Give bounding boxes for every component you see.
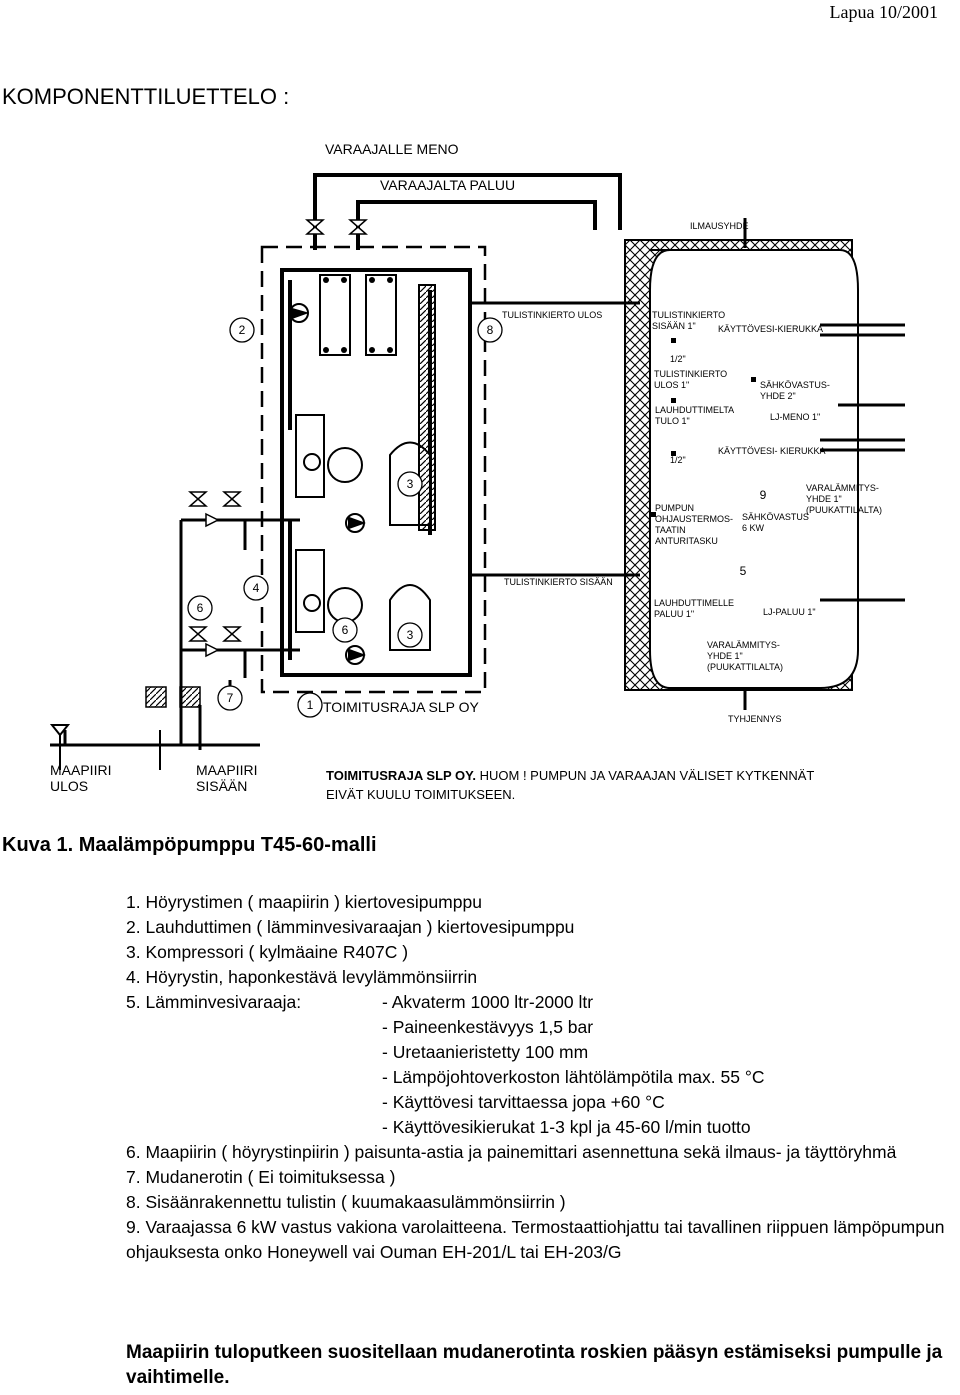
label-ilmausyhde: ILMAUSYHDE xyxy=(690,221,749,231)
component-7: 7. Mudanerotin ( Ei toimituksessa ) xyxy=(126,1167,396,1187)
tank-points xyxy=(651,338,756,517)
top-valves xyxy=(305,219,368,235)
pump-housing xyxy=(260,245,487,694)
component-3: 3. Kompressori ( kylmäaine R407C ) xyxy=(126,942,409,962)
component-6: 6. Maapiirin ( höyrystinpiirin ) paisunt… xyxy=(126,1142,897,1162)
mud-separators xyxy=(145,686,201,708)
label-lauhduttimelta-tulo: LAUHDUTTIMELTA TULO 1" xyxy=(655,405,735,426)
tank-side-pipes xyxy=(820,323,905,602)
bottom-note: Maapiirin tuloputkeen suositellaan mudan… xyxy=(126,1342,943,1388)
label-kayttovesi-kierukka-mid: KÄYTTÖVESI- KIERUKKA xyxy=(718,446,826,456)
superheater xyxy=(418,284,436,531)
label-pumpun-ohjaus: PUMPUN OHJAUSTERMOS- TAATIN ANTURITASKU xyxy=(655,503,734,546)
delivery-note-text: HUOM ! PUMPUN JA VARAAJAN VÄLISET KYTKEN… xyxy=(326,768,815,802)
label-sahkovastusyhde: SÄHKÖVASTUS- YHDE 2" xyxy=(760,380,830,401)
label-tyhjennys: TYHJENNYS xyxy=(728,714,782,724)
label-maapiiri-sisaan: MAAPIIRI SISÄÄN xyxy=(196,762,258,794)
header-reference: Lapua 10/2001 xyxy=(829,2,938,22)
label-tulistinkierto-ulos-top: TULISTINKIERTO ULOS xyxy=(502,310,603,320)
number-4: 4 xyxy=(252,581,260,595)
component-5-label: 5. Lämminvesivaraaja: xyxy=(126,992,302,1012)
component-list: 1. Höyrystimen ( maapiirin ) kiertovesip… xyxy=(126,890,956,1265)
label-toimitusraja: TOIMITUSRAJA SLP OY xyxy=(323,699,479,715)
number-5: 5 xyxy=(739,564,747,578)
number-6a: 6 xyxy=(196,601,204,615)
label-lj-paluu: LJ-PALUU 1" xyxy=(763,607,816,617)
label-varaajalta-paluu: VARAAJALTA PALUU xyxy=(380,177,516,193)
label-half-inch-2: 1/2" xyxy=(670,455,686,465)
component-1: 1. Höyrystimen ( maapiirin ) kiertovesip… xyxy=(126,892,482,912)
storage-tank xyxy=(649,249,859,689)
label-kayttovesi-kierukka-top: KÄYTTÖVESI-KIERUKKA xyxy=(718,324,824,334)
component-5-detail: - Käyttövesi tarvittaessa jopa +60 °C xyxy=(382,1092,665,1112)
number-2: 2 xyxy=(238,323,246,337)
tank-connections xyxy=(470,301,640,577)
label-varalammitysyhde-bottom: VARALÄMMITYS- YHDE 1" (PUUKATTILALTA) xyxy=(707,640,784,672)
component-5-detail: - Lämpöjohtoverkoston lähtölämpötila max… xyxy=(382,1067,765,1087)
label-half-inch-1: 1/2" xyxy=(670,354,686,364)
number-8: 8 xyxy=(486,323,494,337)
component-5: 5. Lämminvesivaraaja: - Akvaterm 1000 lt… xyxy=(126,990,956,1140)
label-tulistinkierto-ulos-1: TULISTINKIERTO ULOS 1" xyxy=(654,369,728,390)
number-9: 9 xyxy=(759,488,767,502)
label-lauhduttimelle-paluu: LAUHDUTTIMELLE PALUU 1" xyxy=(654,598,735,619)
figure-caption: Kuva 1. Maalämpöpumppu T45-60-malli xyxy=(2,834,377,856)
component-9: 9. Varaajassa 6 kW vastus vakiona varola… xyxy=(126,1217,945,1262)
page-title: KOMPONENTTILUETTELO : xyxy=(2,84,290,109)
number-3a: 3 xyxy=(406,477,414,491)
delivery-note: TOIMITUSRAJA SLP OY. HUOM ! PUMPUN JA VA… xyxy=(326,766,814,804)
number-6b: 6 xyxy=(341,623,349,637)
component-5-detail: - Uretaanieristetty 100 mm xyxy=(382,1042,589,1062)
hx-ports xyxy=(323,277,393,353)
label-varalammitysyhde-top: VARALÄMMITYS- YHDE 1" (PUUKATTILALTA) xyxy=(806,483,883,515)
pumps xyxy=(289,303,366,665)
label-varaajalle-meno: VARAAJALLE MENO xyxy=(325,141,459,157)
number-1: 1 xyxy=(306,698,314,712)
component-5-detail: - Akvaterm 1000 ltr-2000 ltr xyxy=(382,992,594,1012)
number-7: 7 xyxy=(226,691,234,705)
label-tulistinkierto-sisaan-1: TULISTINKIERTO SISÄÄN 1" xyxy=(652,310,726,331)
delivery-note-bold: TOIMITUSRAJA SLP OY. xyxy=(326,768,477,783)
component-5-detail: - Paineenkestävyys 1,5 bar xyxy=(382,1017,594,1037)
label-tulistinkierto-sisaan: TULISTINKIERTO SISÄÄN xyxy=(504,577,613,587)
heat-pump-diagram: VARAAJALLE MENO VARAAJALTA PALUU ILMAUSY… xyxy=(0,130,960,830)
number-3b: 3 xyxy=(406,628,414,642)
label-maapiiri-ulos: MAAPIIRI ULOS xyxy=(50,762,112,794)
component-8: 8. Sisäänrakennettu tulistin ( kuumakaas… xyxy=(126,1192,566,1212)
component-2: 2. Lauhduttimen ( lämminvesivaraajan ) k… xyxy=(126,917,575,937)
label-sahkovastus-6kw: SÄHKÖVASTUS 6 KW xyxy=(742,512,809,533)
ground-feed xyxy=(49,724,161,770)
ground-valves xyxy=(188,491,242,658)
component-4: 4. Höyrystin, haponkestävä levylämmönsii… xyxy=(126,967,478,987)
diagram-drawing xyxy=(49,173,905,770)
component-5-detail: - Käyttövesikierukat 1-3 kpl ja 45-60 l/… xyxy=(382,1117,751,1137)
label-lj-meno: LJ-MENO 1" xyxy=(770,412,821,422)
